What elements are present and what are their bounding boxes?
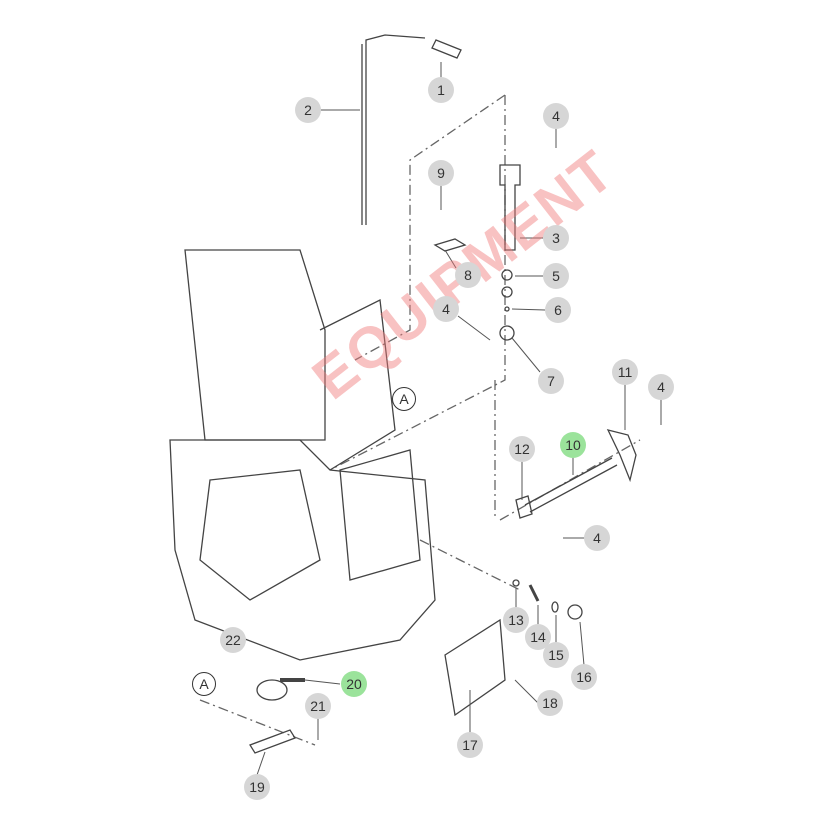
callout-18: 18: [537, 690, 563, 716]
callout-4: 4: [433, 296, 459, 322]
part-plug-16: [567, 604, 583, 620]
transmission-housing: [169, 249, 436, 661]
leader-lines: [256, 62, 662, 776]
part-shaft-10: [524, 457, 618, 513]
callout-4: 4: [584, 525, 610, 551]
callout-5: 5: [543, 263, 569, 289]
callout-4: 4: [648, 374, 674, 400]
callout-12: 12: [509, 436, 535, 462]
callout-17: 17: [457, 732, 483, 758]
part-12: [515, 495, 533, 519]
callout-8: 8: [455, 262, 481, 288]
callout-1: 1: [428, 77, 454, 103]
callout-11: 11: [612, 359, 638, 385]
callout-4: 4: [543, 103, 569, 129]
part-1: [431, 39, 462, 59]
part-spring-14: [528, 584, 540, 602]
callout-9: 9: [428, 160, 454, 186]
callout-20: 20: [341, 671, 367, 697]
callout-13: 13: [503, 607, 529, 633]
callout-19: 19: [244, 774, 270, 800]
part-shaft-3: [499, 164, 521, 251]
part-cover-17: [444, 618, 506, 717]
callout-15: 15: [543, 642, 569, 668]
callout-7: 7: [538, 368, 564, 394]
callout-6: 6: [545, 297, 571, 323]
part-20: [256, 679, 288, 701]
part-5: [501, 269, 513, 281]
callout-2: 2: [295, 97, 321, 123]
part-8: [433, 238, 467, 252]
part-fork-11: [606, 429, 637, 483]
view-marker-a-detail: A: [192, 672, 216, 696]
part-15: [551, 601, 559, 613]
part-rod-2: [365, 34, 426, 225]
callout-16: 16: [571, 664, 597, 690]
part-7: [499, 325, 515, 341]
part-19: [249, 729, 296, 754]
callout-3: 3: [543, 225, 569, 251]
callout-10: 10: [560, 432, 586, 458]
callout-21: 21: [305, 693, 331, 719]
callout-22: 22: [220, 627, 246, 653]
part-13: [512, 579, 520, 587]
view-marker-a: A: [392, 387, 416, 411]
